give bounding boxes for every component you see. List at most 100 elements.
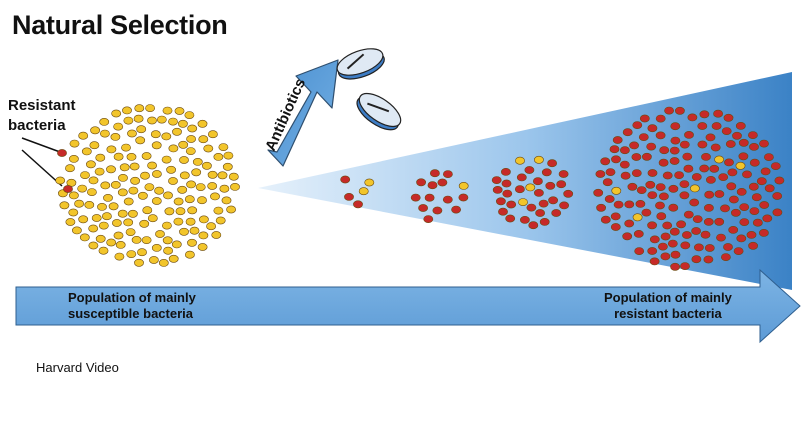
resistant-bacterium <box>718 173 729 181</box>
resistant-bacterium <box>611 155 621 164</box>
resistant-bacterium <box>609 145 620 154</box>
resistant-bacterium <box>559 201 569 210</box>
susceptible-bacterium <box>150 130 161 139</box>
susceptible-bacterium <box>78 131 89 140</box>
susceptible-bacterium <box>156 115 167 124</box>
susceptible-bacterium <box>94 167 105 176</box>
susceptible-bacterium <box>162 106 173 115</box>
resistant-bacterium <box>764 184 775 193</box>
resistant-bacterium <box>749 142 759 151</box>
susceptible-bacterium <box>198 135 209 144</box>
susceptible-bacterium <box>187 238 197 247</box>
susceptible-bacterium <box>223 151 234 160</box>
resistant-bacterium <box>595 170 606 178</box>
resistant-bacterium <box>751 193 762 202</box>
susceptible-bacterium <box>184 250 195 259</box>
page-title: Natural Selection <box>12 10 228 40</box>
resistant-bacterium <box>772 208 783 217</box>
susceptible-bacterium <box>192 157 203 166</box>
resistant-bacterium <box>418 204 428 212</box>
susceptible-bacterium <box>141 236 152 244</box>
resistant-bacterium <box>705 133 716 142</box>
susceptible-bacterium <box>114 252 125 261</box>
susceptible-bacterium <box>113 152 124 161</box>
resistant-bacterium <box>659 192 669 201</box>
resistant-bacterium <box>662 221 673 230</box>
susceptible-bacterium <box>611 186 622 195</box>
susceptible-bacterium <box>97 202 107 211</box>
resistant-bacterium <box>704 244 715 252</box>
susceptible-bacterium <box>126 250 137 258</box>
resistant-bacterium <box>656 212 667 221</box>
susceptible-bacterium <box>632 213 643 222</box>
resistant-bacterium <box>710 143 721 152</box>
credit-text: Harvard Video <box>36 360 119 375</box>
susceptible-bacterium <box>534 155 544 164</box>
resistant-bacterium <box>57 149 67 157</box>
susceptible-bacterium <box>203 144 214 153</box>
resistant-bacterium <box>655 131 666 140</box>
susceptible-bacterium <box>161 155 172 164</box>
resistant-bacterium <box>427 181 438 190</box>
resistant-bacterium <box>424 193 435 202</box>
susceptible-bacterium <box>80 171 90 179</box>
resistant-bacterium <box>739 218 750 226</box>
resistant-bacterium <box>612 136 623 144</box>
susceptible-bacterium <box>166 165 176 174</box>
susceptible-bacterium <box>137 191 148 200</box>
susceptible-bacterium <box>226 205 236 214</box>
susceptible-bacterium <box>147 161 157 170</box>
susceptible-bacterium <box>151 243 162 252</box>
susceptible-bacterium <box>98 221 109 230</box>
resistant-bacterium <box>759 139 769 148</box>
resistant-bacterium <box>600 157 611 166</box>
susceptible-bacterium <box>525 183 536 192</box>
resistant-bacterium <box>563 189 574 198</box>
resistant-bacterium <box>645 180 656 189</box>
susceptible-bacterium <box>126 152 137 161</box>
susceptible-bacterium <box>136 125 147 134</box>
resistant-bacterium <box>500 167 511 176</box>
susceptible-bacterium <box>100 129 110 138</box>
resistant-bacterium <box>670 250 681 259</box>
susceptible-bacterium <box>74 199 84 208</box>
susceptible-bacterium <box>72 226 82 235</box>
susceptible-bacterium <box>127 129 137 138</box>
resistant-bacterium <box>711 122 722 130</box>
susceptible-bacterium <box>207 130 218 139</box>
susceptible-bacterium <box>207 182 218 190</box>
resistant-bacterium <box>353 200 363 209</box>
susceptible-bacterium <box>185 217 196 226</box>
resistant-bacterium <box>703 255 714 264</box>
resistant-bacterium <box>647 221 657 230</box>
susceptible-bacterium <box>88 176 99 185</box>
resistant-bacterium <box>515 185 525 194</box>
susceptible-label-line: Population of mainly <box>68 290 196 305</box>
resistant-bacterium <box>669 227 680 236</box>
resistant-bacterium <box>670 122 681 131</box>
susceptible-bacterium <box>179 171 190 180</box>
susceptible-bacterium <box>117 209 128 218</box>
resistant-bacterium <box>535 209 545 217</box>
resistant-bacterium <box>520 215 530 224</box>
susceptible-bacterium <box>113 231 124 240</box>
resistant-bacterium <box>659 146 670 155</box>
resistant-bacterium <box>670 262 680 271</box>
resistant-bacterium <box>647 247 658 255</box>
resistant-bacterium <box>731 208 741 217</box>
resistant-bacterium <box>649 235 660 244</box>
resistant-bacterium <box>726 182 737 191</box>
resistant-bacterium <box>692 215 703 223</box>
resistant-bacterium <box>646 142 657 151</box>
resistant-bacterium <box>739 203 750 211</box>
resistant-bacterium <box>770 162 781 170</box>
resistant-bacterium <box>736 234 747 243</box>
pointer-line <box>21 137 61 153</box>
susceptible-bacterium <box>171 240 182 249</box>
resistant-bacterium <box>602 178 613 187</box>
resistant-bacterium <box>547 159 557 168</box>
resistant-bacterium <box>442 195 453 204</box>
susceptible-bacterium <box>95 153 106 162</box>
susceptible-bacterium <box>178 140 189 149</box>
